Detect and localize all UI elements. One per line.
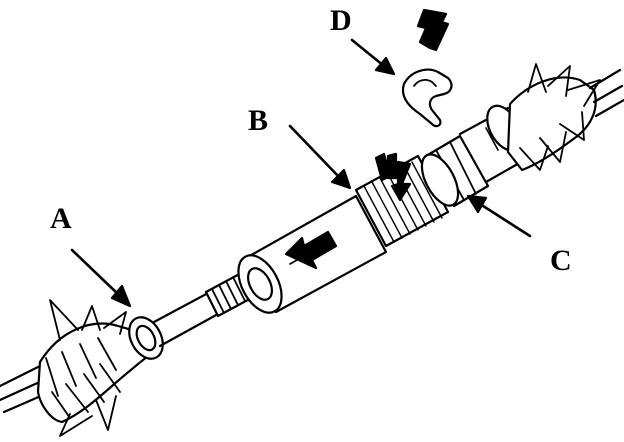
hex-lock-nut-c [420, 134, 490, 208]
callout-label-c: C [550, 244, 572, 277]
slide-direction-arrow [284, 230, 338, 270]
right-boot-assembly [486, 63, 624, 172]
callout-label-b: B [248, 104, 269, 137]
rotate-arrow-icon [374, 152, 412, 202]
inner-shaft [152, 290, 220, 348]
lift-arrow-icon [416, 8, 450, 52]
callout-label-a: A [50, 202, 72, 235]
left-boot-assembly [0, 299, 164, 437]
leader-arrows [70, 38, 532, 308]
retaining-clip-d [401, 68, 453, 128]
callout-label-d: D [330, 4, 352, 37]
